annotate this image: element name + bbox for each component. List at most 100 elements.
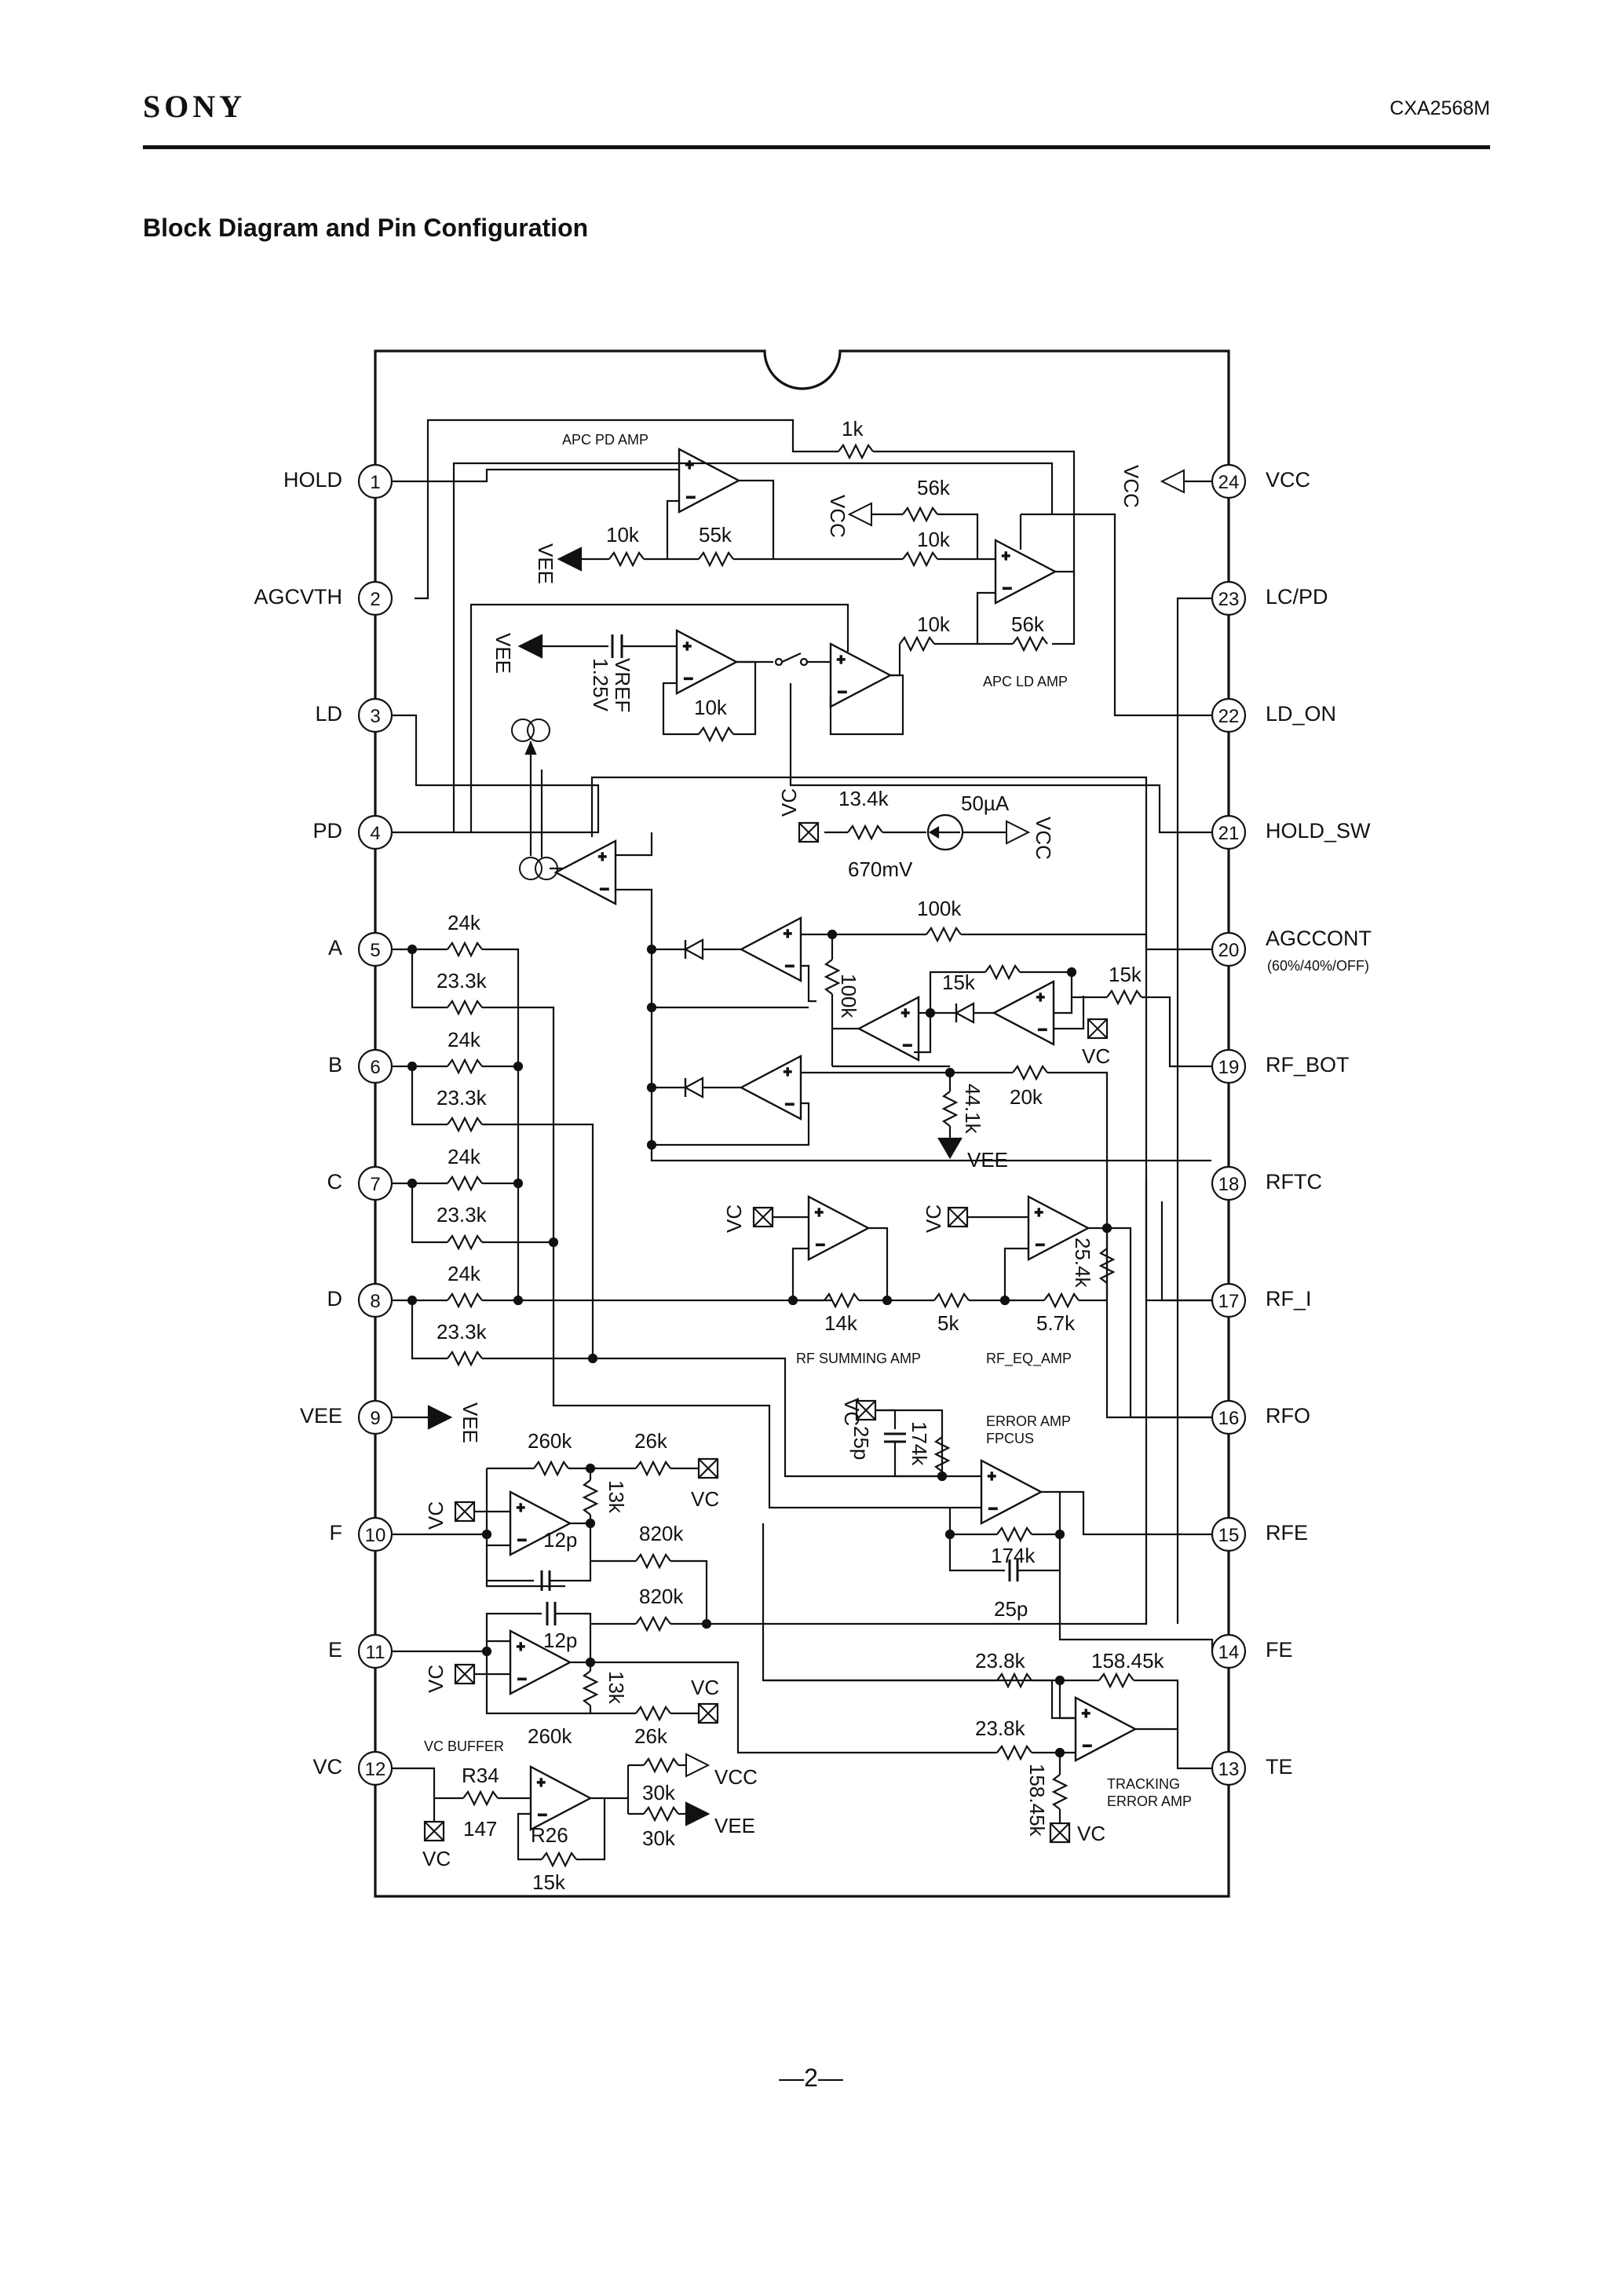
pin-number-7: 7 (370, 1174, 380, 1195)
pin-label-6: B (327, 1053, 342, 1077)
peak-detect-amp (740, 916, 802, 982)
pin-label-19: RF_BOT (1266, 1053, 1350, 1077)
label-13-4k: 13.4k (838, 787, 890, 810)
label-vc-6: VC (424, 1501, 448, 1530)
pin-number-14: 14 (1218, 1642, 1240, 1663)
pin-label-23: LC/PD (1266, 585, 1328, 609)
label-vcc-3: VCC (1032, 817, 1055, 860)
pin-number-13: 13 (1218, 1759, 1240, 1780)
pin-number-22: 22 (1218, 706, 1240, 727)
label-20k: 20k (1010, 1085, 1043, 1109)
pin-label-8: D (327, 1287, 343, 1311)
label-tracking-sub: ERROR AMP (1107, 1793, 1192, 1809)
rf-summing-amp (807, 1195, 870, 1261)
pin-label-9: VEE (299, 1404, 342, 1428)
label-vc-9: VC (691, 1676, 719, 1699)
pin-label-16: RFO (1266, 1404, 1310, 1428)
label-23-3k-a: 23.3k (437, 969, 488, 993)
label-vee-1: VEE (534, 543, 557, 584)
label-174k-a: 174k (908, 1421, 931, 1466)
label-12p-a: 12p (543, 1528, 577, 1552)
apc-ld-amp (994, 539, 1057, 605)
label-vc-buffer: VC BUFFER (424, 1738, 504, 1754)
label-56k-a: 56k (917, 476, 951, 499)
label-10k-b: 10k (606, 523, 640, 547)
pin-label-10: F (329, 1521, 343, 1545)
pin-label-11: E (327, 1638, 342, 1662)
label-5-7k: 5.7k (1036, 1311, 1076, 1335)
label-vc-4: VC (922, 1205, 945, 1233)
part-number: CXA2568M (1390, 97, 1490, 119)
agc-comparator (554, 839, 617, 905)
pin-number-18: 18 (1218, 1174, 1240, 1195)
pin-number-2: 2 (370, 589, 380, 610)
pin-label-22: LD_ON (1266, 702, 1337, 726)
label-rf-eq-amp: RF_EQ_AMP (986, 1351, 1072, 1367)
pin-label-14: FE (1266, 1638, 1293, 1662)
pin-number-3: 3 (370, 706, 380, 727)
pin-label-24: VCC (1266, 468, 1311, 492)
label-670mv: 670mV (848, 857, 913, 881)
pin-label-13: TE (1266, 1755, 1293, 1779)
label-23-8k-a: 23.8k (975, 1649, 1026, 1673)
header-rule (143, 145, 1490, 149)
label-24k-a: 24k (448, 911, 481, 934)
label-vc-5: VC (840, 1398, 864, 1426)
label-apc-pd-amp: APC PD AMP (562, 432, 648, 448)
label-10k-a: 10k (917, 528, 951, 551)
pin-label-4: PD (312, 819, 342, 843)
pin-number-15: 15 (1218, 1525, 1240, 1546)
pin-number-19: 19 (1218, 1057, 1240, 1078)
label-vc-3: VC (722, 1205, 746, 1233)
label-15k-c: 15k (532, 1870, 566, 1894)
label-vee-2: VEE (491, 633, 515, 674)
label-vc-10: VC (422, 1847, 451, 1870)
label-vee-5: VEE (714, 1814, 755, 1837)
package-outline (374, 349, 1230, 1898)
bottom-detect-amp (740, 1055, 802, 1121)
label-260k-b: 260k (528, 1724, 572, 1748)
label-error-amp-sub: FPCUS (986, 1431, 1034, 1446)
label-820k-b: 820k (639, 1585, 684, 1608)
label-23-8k-b: 23.8k (975, 1717, 1026, 1740)
pin-label-17: RF_I (1266, 1287, 1312, 1311)
label-5k: 5k (937, 1311, 959, 1335)
pin-label-5: A (327, 936, 342, 960)
label-13k-a: 13k (605, 1480, 628, 1514)
pin-number-6: 6 (370, 1057, 380, 1078)
label-vee-3: VEE (967, 1148, 1008, 1172)
hold-switch-amp (829, 642, 892, 708)
label-apc-ld-amp: APC LD AMP (983, 674, 1068, 689)
page-number: —2— (779, 2064, 843, 2092)
input-ladder (392, 941, 966, 1509)
pin-number-24: 24 (1218, 472, 1240, 493)
pin-number-11: 11 (366, 1642, 385, 1663)
label-820k-a: 820k (639, 1522, 684, 1545)
pin-label-1: HOLD (283, 468, 342, 492)
pin-label-12: VC (312, 1755, 342, 1779)
label-vc-8: VC (424, 1665, 448, 1693)
pin-label-2: AGCVTH (254, 585, 342, 609)
vc-buffer-amp (529, 1765, 592, 1831)
pin-number-8: 8 (370, 1291, 380, 1312)
label-1k: 1k (842, 417, 864, 441)
label-vref: VREF (611, 658, 634, 712)
apc-pd-amp (678, 448, 740, 514)
agccont-note: (60%/40%/OFF) (1267, 958, 1370, 974)
label-15k-b: 15k (1109, 963, 1142, 986)
pin-label-20: AGCCONT (1266, 927, 1372, 950)
pin-number-5: 5 (370, 940, 380, 961)
vref-buffer-amp (675, 629, 738, 695)
pin-number-12: 12 (365, 1759, 386, 1780)
label-12p-b: 12p (543, 1629, 577, 1652)
label-error-amp: ERROR AMP (986, 1413, 1071, 1429)
label-15k-a: 15k (942, 971, 976, 994)
label-147: 147 (463, 1817, 497, 1841)
label-56k-b: 56k (1011, 612, 1045, 636)
pin-number-9: 9 (370, 1408, 380, 1429)
label-44-1k: 44.1k (961, 1084, 985, 1135)
label-30k-a: 30k (642, 1781, 676, 1804)
focus-error-amp (980, 1459, 1043, 1525)
label-13k-b: 13k (605, 1671, 628, 1705)
